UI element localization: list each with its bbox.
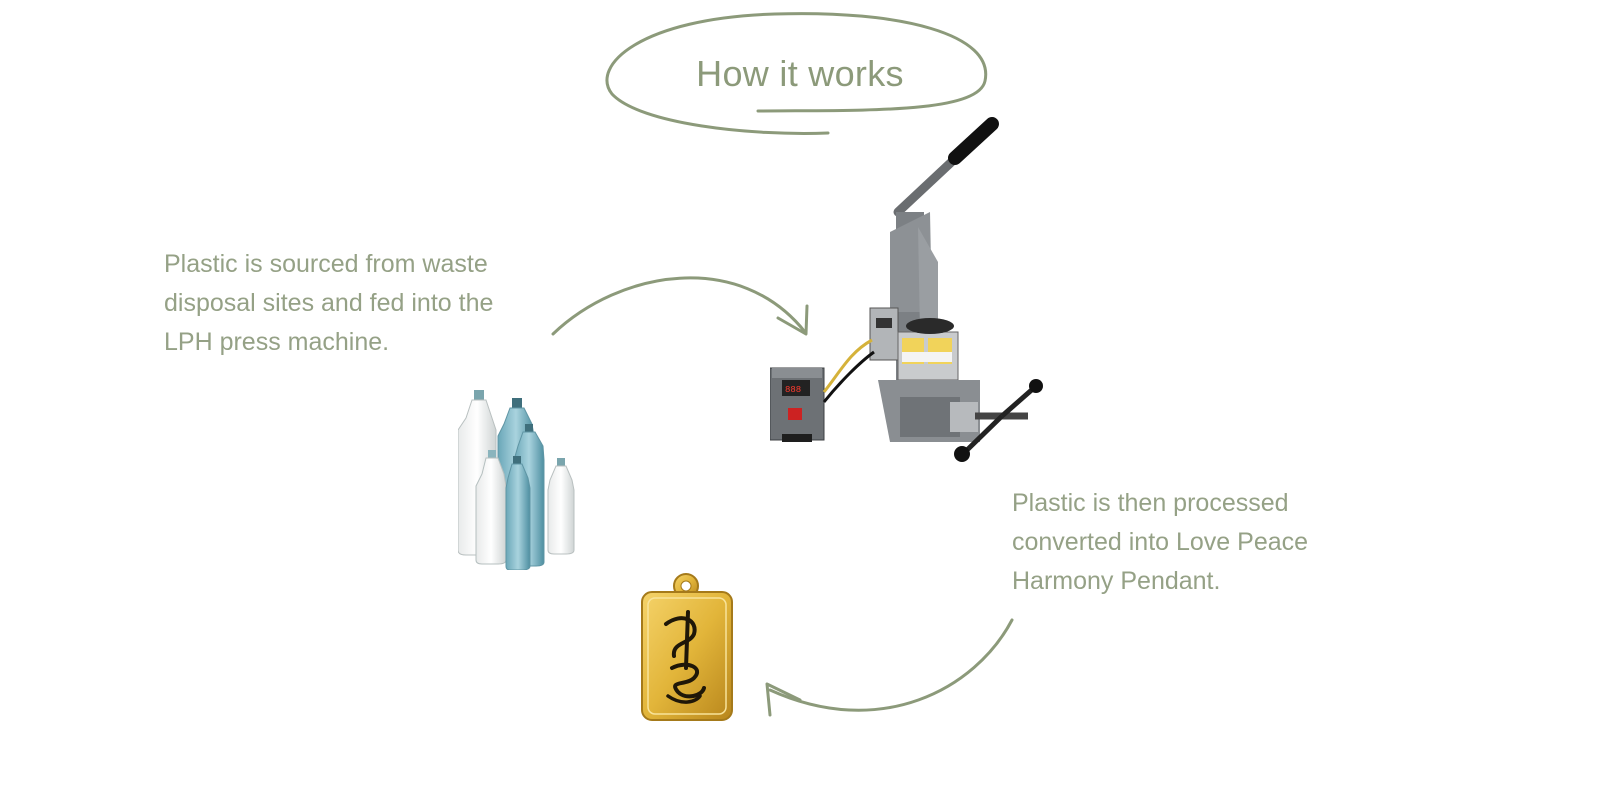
- step-2-text: Plastic is then processed converted into…: [1012, 489, 1309, 595]
- plastic-bottles-image: [458, 390, 575, 570]
- gold-pendant-image: [641, 573, 733, 721]
- hand-drawn-ellipse-icon: [605, 12, 988, 135]
- title-bubble: How it works: [600, 6, 1000, 146]
- svg-text:888: 888: [785, 385, 801, 395]
- press-machine-image: 888: [770, 117, 1043, 462]
- page-title: How it works: [696, 53, 904, 94]
- step-1-text: Plastic is sourced from waste disposal s…: [164, 250, 494, 356]
